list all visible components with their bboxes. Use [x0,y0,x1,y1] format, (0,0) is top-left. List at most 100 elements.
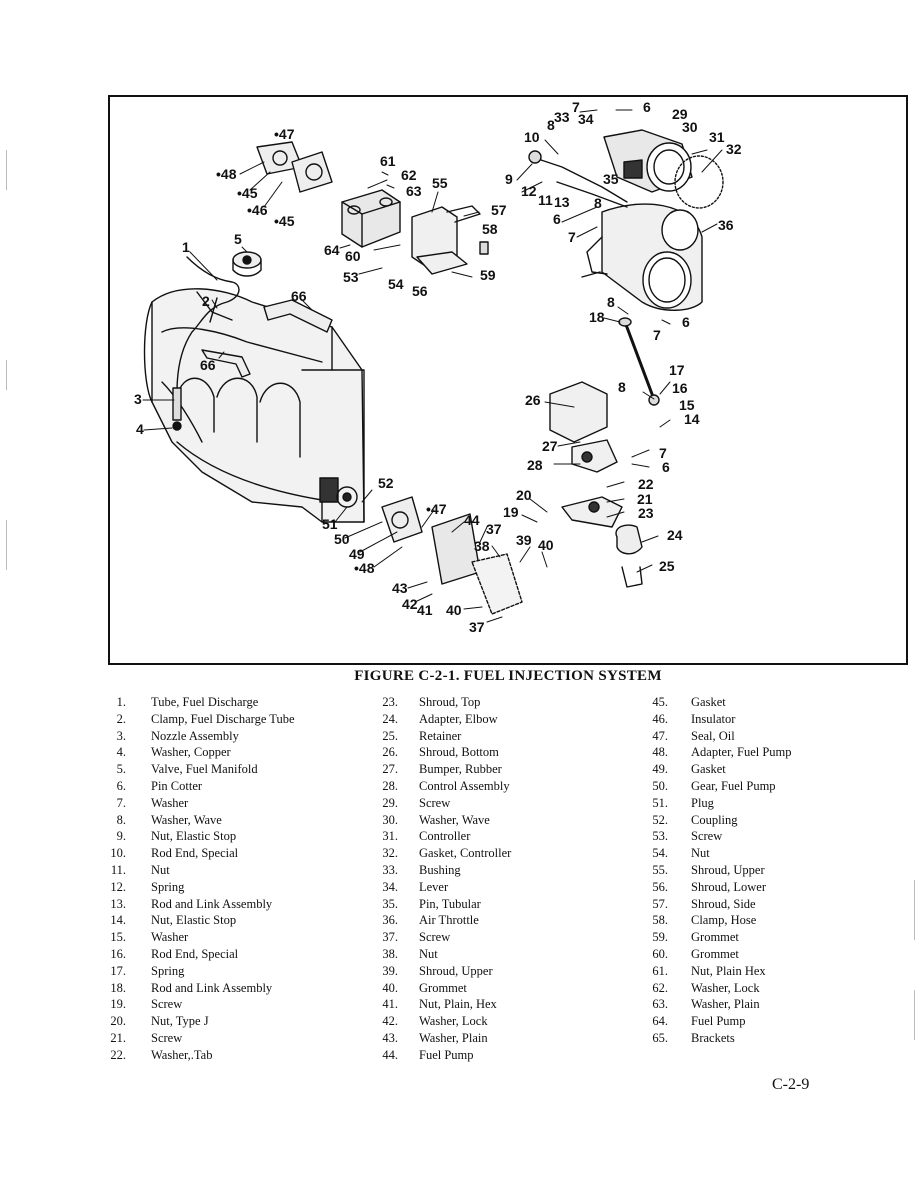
parts-list-number: 21. [110,1030,126,1045]
parts-list-number: 20. [110,1014,126,1029]
parts-list-item: 44.Fuel Pump [372,1047,511,1064]
parts-list-item: 50.Gear, Fuel Pump [640,778,792,795]
callout-label: 52 [378,475,394,491]
parts-list-number: 62. [652,980,668,995]
callout-label: 24 [667,527,683,543]
callout-label: 6 [682,314,690,330]
callout-label: 7 [659,445,667,461]
parts-list-label: Washer [151,930,189,945]
callout-label: •45 [237,185,258,201]
parts-list-number: 63. [652,997,668,1012]
parts-list-item: 22.Washer,.Tab [100,1047,295,1064]
parts-list-number: 19. [110,997,126,1012]
parts-list-label: Insulator [691,711,736,726]
parts-list-label: Bumper, Rubber [419,762,502,777]
parts-list-label: Rod and Link Assembly [151,896,273,911]
engine-block-illustration [143,288,365,523]
parts-list-item: 24.Adapter, Elbow [372,711,511,728]
callout-label: 16 [672,380,688,396]
controller-illustration [603,129,724,209]
parts-list-number: 40. [382,980,398,995]
parts-list-item: 62.Washer, Lock [640,980,792,997]
parts-list-label: Screw [151,997,183,1012]
parts-list-number: 4. [116,745,126,760]
callout-label: 8 [547,117,555,133]
parts-list-item: 6.Pin Cotter [100,778,295,795]
parts-list-number: 28. [382,778,398,793]
parts-list-item: 61.Nut, Plain Hex [640,963,792,980]
callout-label: 41 [417,602,433,618]
callout-label: 40 [538,537,554,553]
parts-list-label: Screw [691,829,723,844]
parts-list-label: Washer, Wave [419,812,490,827]
callout-label: 60 [345,248,361,264]
parts-list-number: 42. [382,1014,398,1029]
parts-list-number: 16. [110,946,126,961]
callout-label: 7 [568,229,576,245]
parts-list-number: 33. [382,862,398,877]
lower-shroud-illustration [549,381,623,528]
callout-label: 30 [682,119,698,135]
callout-label: 22 [638,476,654,492]
parts-list-number: 64. [652,1014,668,1029]
callout-label: 6 [662,459,670,475]
parts-list-label: Tube, Fuel Discharge [151,695,259,709]
parts-list-label: Control Assembly [419,778,510,793]
callout-label: 42 [402,596,418,612]
parts-list-label: Adapter, Fuel Pump [691,745,792,760]
parts-list-number: 32. [382,846,398,861]
callout-label: 7 [653,327,661,343]
callout-label: •45 [274,213,295,229]
callout-label: 5 [234,231,242,247]
callout-label: 12 [521,183,537,199]
callout-label: 29 [672,106,688,122]
parts-list-label: Nut, Plain Hex [691,963,766,978]
parts-list-label: Rod End, Special [151,946,239,961]
callout-label: 57 [491,202,507,218]
callout-label: 27 [542,438,558,454]
air-throttle-illustration [581,203,703,311]
parts-list-label: Retainer [419,728,462,743]
parts-list-number: 26. [382,745,398,760]
parts-list-number: 49. [652,762,668,777]
parts-list-item: 17.Spring [100,963,295,980]
callout-label: 6 [643,99,651,115]
parts-list-number: 47. [652,728,668,743]
parts-list-number: 8. [116,812,126,827]
parts-list-label: Screw [419,930,451,945]
parts-list-label: Pin Cotter [151,778,203,793]
parts-list-number: 45. [652,695,668,709]
callout-label: 15 [679,397,695,413]
parts-list-item: 18.Rod and Link Assembly [100,980,295,997]
parts-list-number: 60. [652,946,668,961]
callout-label: 50 [334,531,350,547]
parts-list-item: 47.Seal, Oil [640,728,792,745]
parts-list-item: 48.Adapter, Fuel Pump [640,744,792,761]
parts-list-label: Gasket [691,695,726,709]
callout-label: 43 [392,580,408,596]
parts-list-item: 10.Rod End, Special [100,845,295,862]
parts-list-item: 51.Plug [640,795,792,812]
callout-label: 11 [538,192,553,208]
lower-fuel-pump-illustration [381,496,523,615]
parts-list-item: 5.Valve, Fuel Manifold [100,761,295,778]
callout-label: •46 [247,202,268,218]
parts-list-number: 46. [652,711,668,726]
parts-list-item: 64.Fuel Pump [640,1013,792,1030]
parts-list-label: Pin, Tubular [419,896,481,911]
parts-list-number: 41. [382,997,398,1012]
parts-list-item: 14.Nut, Elastic Stop [100,912,295,929]
parts-list-label: Clamp, Hose [691,913,757,928]
parts-list-label: Plug [691,795,714,810]
parts-list-number: 36. [382,913,398,928]
parts-list-label: Washer, Plain [419,1030,488,1045]
callout-label: 1 [182,239,190,255]
parts-list-number: 3. [116,728,126,743]
parts-list-number: 34. [382,879,398,894]
callout-label: 17 [669,362,685,378]
parts-list-item: 52.Coupling [640,812,792,829]
callout-label: 62 [401,167,417,183]
parts-list-number: 43. [382,1030,398,1045]
parts-list-item: 27.Bumper, Rubber [372,761,511,778]
